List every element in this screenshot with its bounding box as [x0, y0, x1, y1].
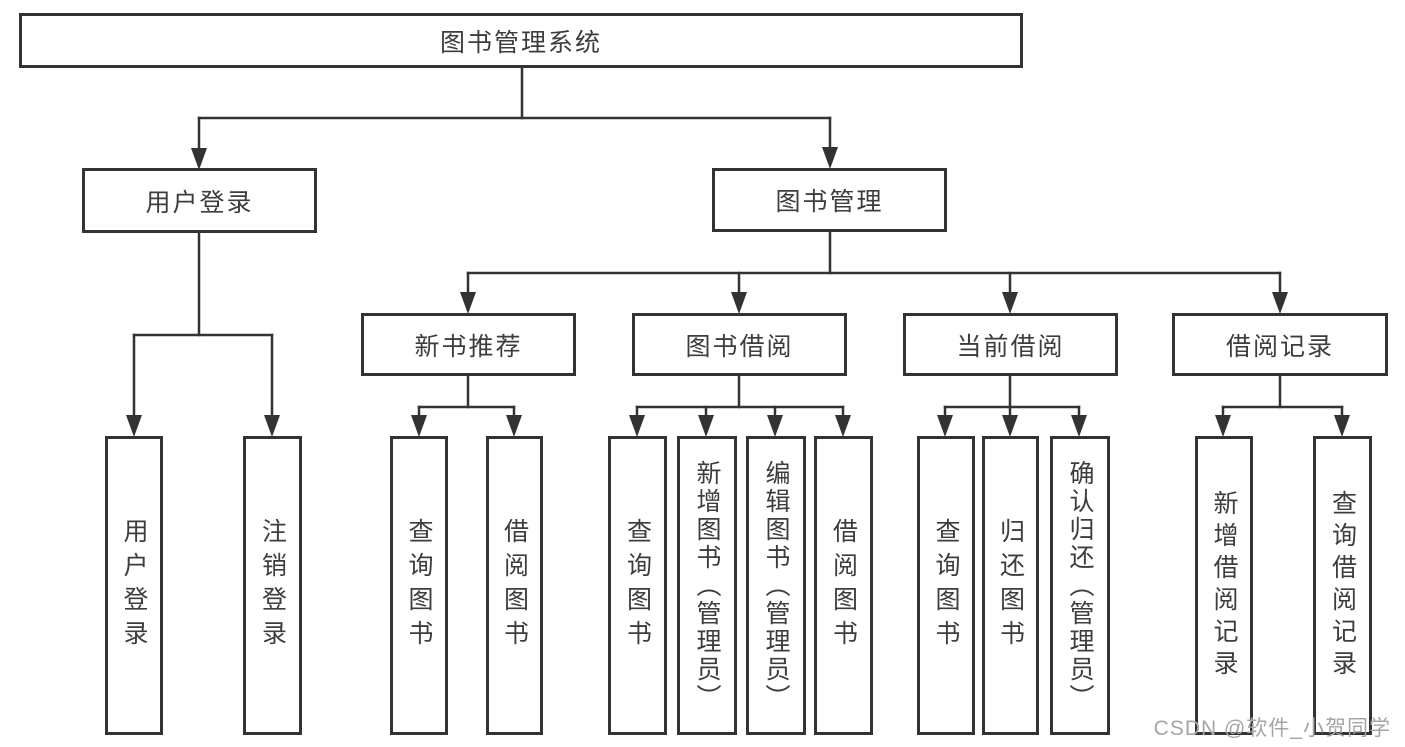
node-current-borrowing: 当前借阅 — [903, 313, 1118, 376]
node-label: 用户登录 — [120, 517, 148, 654]
node-library-management-system: 图书管理系统 — [19, 13, 1023, 68]
node-label: 查询图书 — [932, 517, 960, 654]
node-label: 借阅图书 — [500, 517, 529, 654]
node-label: 新增图书（管理员） — [693, 459, 721, 712]
node-label: 归还图书 — [996, 517, 1025, 654]
node-label: 借阅记录 — [1225, 332, 1334, 361]
node-user-login: 用户登录 — [82, 168, 317, 233]
leaf-query-books-recommend: 查询图书 — [390, 436, 448, 735]
node-book-management: 图书管理 — [712, 168, 947, 232]
node-label: 确认归还（管理员） — [1066, 459, 1094, 712]
leaf-query-books-borrow: 查询图书 — [608, 436, 667, 735]
leaf-add-book-admin: 新增图书（管理员） — [677, 436, 737, 735]
leaf-user-login: 用户登录 — [105, 436, 163, 735]
leaf-return-books: 归还图书 — [982, 436, 1039, 735]
node-label: 注销登录 — [258, 517, 287, 654]
node-label: 新增借阅记录 — [1210, 489, 1238, 682]
node-label: 当前借阅 — [956, 332, 1065, 361]
leaf-borrow-books: 借阅图书 — [814, 436, 873, 735]
node-label: 图书管理 — [775, 188, 884, 216]
leaf-borrow-books-recommend: 借阅图书 — [486, 436, 543, 735]
leaf-confirm-return-admin: 确认归还（管理员） — [1050, 436, 1110, 735]
leaf-query-books-current: 查询图书 — [917, 436, 975, 735]
csdn-watermark: CSDN @软件_小贺同学 — [1153, 717, 1391, 740]
node-label: 图书借阅 — [685, 332, 794, 361]
node-new-book-recommendation: 新书推荐 — [361, 313, 576, 376]
node-label: 用户登录 — [145, 188, 254, 217]
node-label: 编辑图书（管理员） — [762, 459, 790, 712]
leaf-query-borrow-record: 查询借阅记录 — [1313, 436, 1372, 735]
leaf-edit-book-admin: 编辑图书（管理员） — [746, 436, 806, 735]
leaf-logout: 注销登录 — [243, 436, 302, 735]
node-book-borrowing: 图书借阅 — [632, 313, 847, 376]
leaf-add-borrow-record: 新增借阅记录 — [1195, 436, 1253, 735]
node-label: 图书管理系统 — [439, 28, 602, 57]
node-label: 查询图书 — [623, 517, 652, 654]
node-label: 新书推荐 — [414, 332, 523, 361]
node-label: 查询图书 — [405, 517, 433, 654]
node-label: 查询借阅记录 — [1328, 489, 1357, 682]
node-borrowing-records: 借阅记录 — [1172, 313, 1388, 376]
node-label: 借阅图书 — [829, 517, 858, 654]
